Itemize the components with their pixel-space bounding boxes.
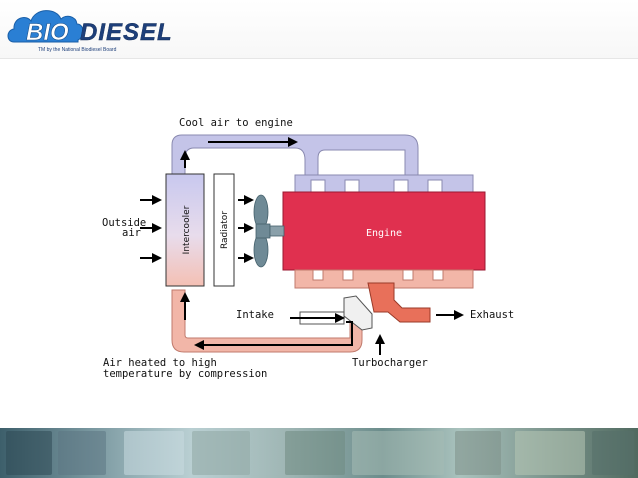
photo-vehicle [58, 431, 106, 475]
turbocharger-diagram: Engine Intercooler Radiator [102, 117, 514, 380]
footer-photo-strip [0, 428, 638, 478]
photo-airplane [124, 431, 184, 475]
engine-block [282, 191, 486, 271]
outside-air-label: Outside [102, 217, 146, 229]
photo-semi-truck [285, 431, 345, 475]
photo-tractor [455, 431, 501, 475]
photo-boat [592, 431, 634, 475]
radiator-label: Radiator [220, 211, 230, 249]
engine-label: Engine [366, 228, 402, 239]
intake-manifold [294, 174, 474, 194]
exhaust-label: Exhaust [470, 309, 514, 321]
photo-truck [192, 431, 250, 475]
logo-bio-text: BIO [26, 19, 69, 46]
turbocharger-label: Turbocharger [352, 357, 428, 369]
cool-air-duct [171, 134, 419, 186]
compressed-air-path [262, 321, 353, 346]
photo-person [6, 431, 52, 475]
slide-header: BIO DIESEL TM by the National Biodiesel … [0, 0, 638, 59]
cool-air-label: Cool air to engine [179, 117, 293, 129]
compressor-housing [343, 295, 373, 331]
photo-school-bus [515, 431, 585, 475]
intake-label: Intake [236, 309, 274, 321]
radiator [213, 173, 235, 287]
turbine-housing [367, 282, 431, 323]
heated-air-label-2: temperature by compression [103, 368, 267, 380]
outside-air-label-2: air [122, 227, 141, 239]
heated-air-label: Air heated to high [103, 357, 217, 369]
fan-icon [253, 194, 285, 268]
photo-bus [352, 431, 444, 475]
logo-diesel-text: DIESEL [80, 19, 173, 46]
intercooler-label: Intercooler [182, 205, 192, 254]
cloud-shape [7, 10, 84, 43]
airflow-arrows [140, 137, 464, 355]
logo-tagline: TM by the National Biodiesel Board [38, 47, 117, 53]
intercooler [165, 173, 205, 287]
biodiesel-logo: BIO DIESEL TM by the National Biodiesel … [7, 10, 173, 53]
